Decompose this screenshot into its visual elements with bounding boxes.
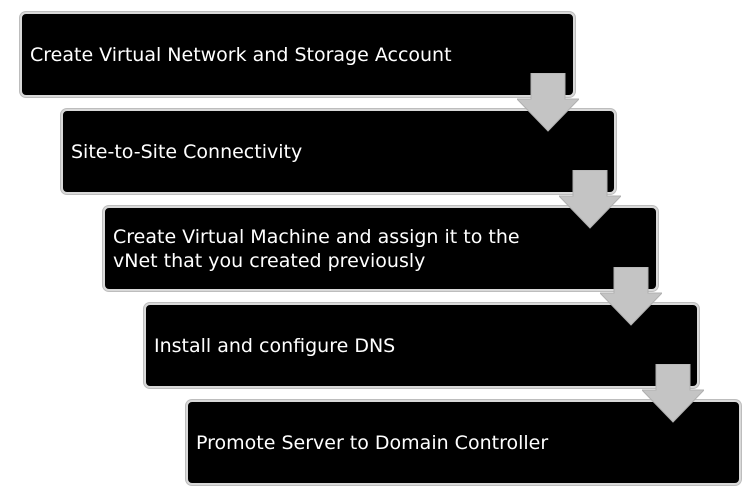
step-5-label: Promote Server to Domain Controller [196,431,549,454]
step-4-label: Install and configure DNS [154,334,396,357]
down-arrow-icon [559,170,621,229]
process-step-3: Create Virtual Machine and assign it to … [103,206,658,291]
down-arrow-icon [517,73,579,132]
step-2-label: Site-to-Site Connectivity [71,140,303,163]
process-step-2: Site-to-Site Connectivity [61,109,616,194]
step-1-label: Create Virtual Network and Storage Accou… [30,43,452,66]
process-step-5: Promote Server to Domain Controller [186,400,741,485]
down-arrow-icon [600,267,662,326]
down-arrow-icon [642,364,704,423]
step-3-label: Create Virtual Machine and assign it to … [113,225,520,272]
process-step-4: Install and configure DNS [144,303,699,388]
process-step-1: Create Virtual Network and Storage Accou… [20,12,575,97]
